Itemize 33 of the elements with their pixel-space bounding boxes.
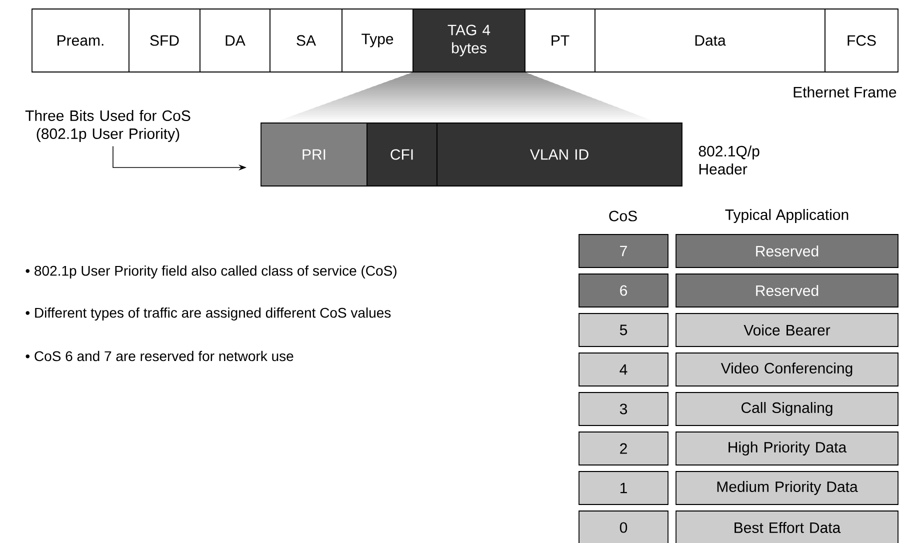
application-cell: High Priority Data: [676, 432, 898, 466]
frame-field: TAG 4 bytes: [412, 8, 526, 72]
frame-field: DA: [200, 8, 270, 72]
cos-cell: 6: [578, 274, 668, 308]
application-cell: Medium Priority Data: [676, 471, 898, 505]
bullet-point: • Different types of traffic are assigned different CoS values: [26, 307, 391, 321]
cos-cell: 0: [578, 510, 668, 543]
header-field: CFI: [366, 122, 438, 186]
frame-field: Pream.: [32, 8, 130, 72]
application-cell: Reserved: [676, 234, 898, 268]
header-caption: 802.1Q/p Header: [698, 146, 760, 174]
note-text: Three Bits Used for CoS (802.1p User Priority): [25, 110, 190, 142]
cos-cell: 1: [578, 471, 668, 505]
application-cell: Video Conferencing: [676, 352, 898, 386]
frame-field: Type: [342, 8, 414, 72]
column-heading: CoS: [609, 210, 637, 222]
bullet-point: • 802.1p User Priority field also called class of service (CoS): [26, 265, 396, 279]
header-field: PRI: [260, 122, 368, 186]
application-cell: Reserved: [676, 274, 898, 308]
cos-cell: 3: [578, 392, 668, 426]
application-cell: Best Effort Data: [676, 510, 898, 543]
cos-cell: 7: [578, 234, 668, 268]
bullet-point: • CoS 6 and 7 are reserved for network use: [26, 350, 294, 362]
frame-caption: Ethernet Frame: [794, 86, 896, 98]
frame-field: SFD: [128, 8, 200, 72]
application-cell: Voice Bearer: [676, 313, 898, 347]
cos-cell: 4: [578, 352, 668, 386]
frame-field: PT: [524, 8, 596, 72]
cos-cell: 2: [578, 432, 668, 466]
cos-cell: 5: [578, 313, 668, 347]
frame-field: FCS: [824, 8, 898, 72]
frame-field: SA: [270, 8, 342, 72]
application-cell: Call Signaling: [676, 392, 898, 426]
